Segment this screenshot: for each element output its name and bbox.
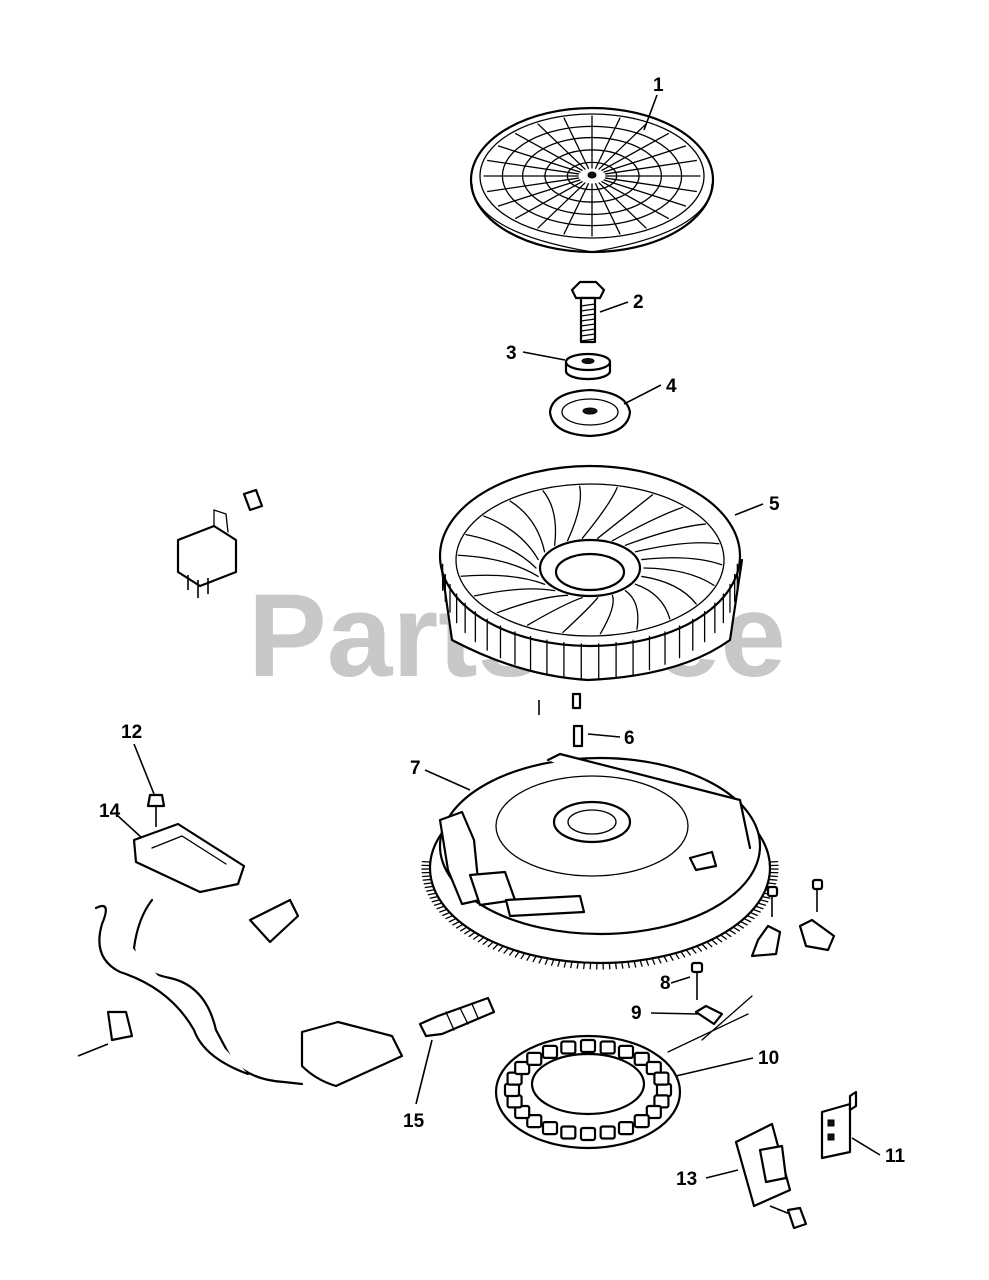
callout-11[interactable]: 11 [885,1146,906,1167]
part-stator[interactable] [494,1034,682,1150]
callout-6[interactable]: 6 [624,728,635,749]
callout-1[interactable]: 1 [653,75,664,96]
callout-15[interactable]: 15 [403,1111,425,1132]
part-screw-8[interactable] [690,961,704,1000]
part-regulator[interactable] [734,1122,808,1230]
callout-10[interactable]: 10 [758,1048,779,1069]
callout-4[interactable]: 4 [666,376,677,397]
callout-13[interactable]: 13 [676,1169,697,1190]
part-keys[interactable] [538,692,584,748]
part-flywheel[interactable] [421,752,779,970]
part-relay[interactable] [176,488,264,598]
part-connector[interactable] [820,1090,858,1160]
callout-8[interactable]: 8 [660,973,671,994]
callout-9[interactable]: 9 [631,1003,642,1024]
part-fan-retainer[interactable] [548,388,632,438]
part-cooling-fan[interactable] [438,464,744,682]
part-washer[interactable] [564,352,612,381]
callout-labels: 1 2 3 4 5 6 7 8 9 10 11 12 13 14 15 [99,75,906,1190]
callout-7[interactable]: 7 [410,758,421,779]
part-grass-screen[interactable] [469,106,715,254]
part-spark-plug[interactable] [418,996,496,1038]
callout-3[interactable]: 3 [506,343,517,364]
callout-5[interactable]: 5 [769,494,780,515]
part-screw-12[interactable] [146,793,166,827]
part-ignition-module[interactable] [77,822,404,1088]
part-wire-clip[interactable] [667,995,753,1053]
callout-2[interactable]: 2 [633,292,644,313]
callout-14[interactable]: 14 [99,801,121,822]
callout-12[interactable]: 12 [121,722,142,743]
leader-lines [117,94,881,1179]
part-mounting-screws[interactable] [750,878,836,958]
part-flange-bolt[interactable] [570,280,606,344]
